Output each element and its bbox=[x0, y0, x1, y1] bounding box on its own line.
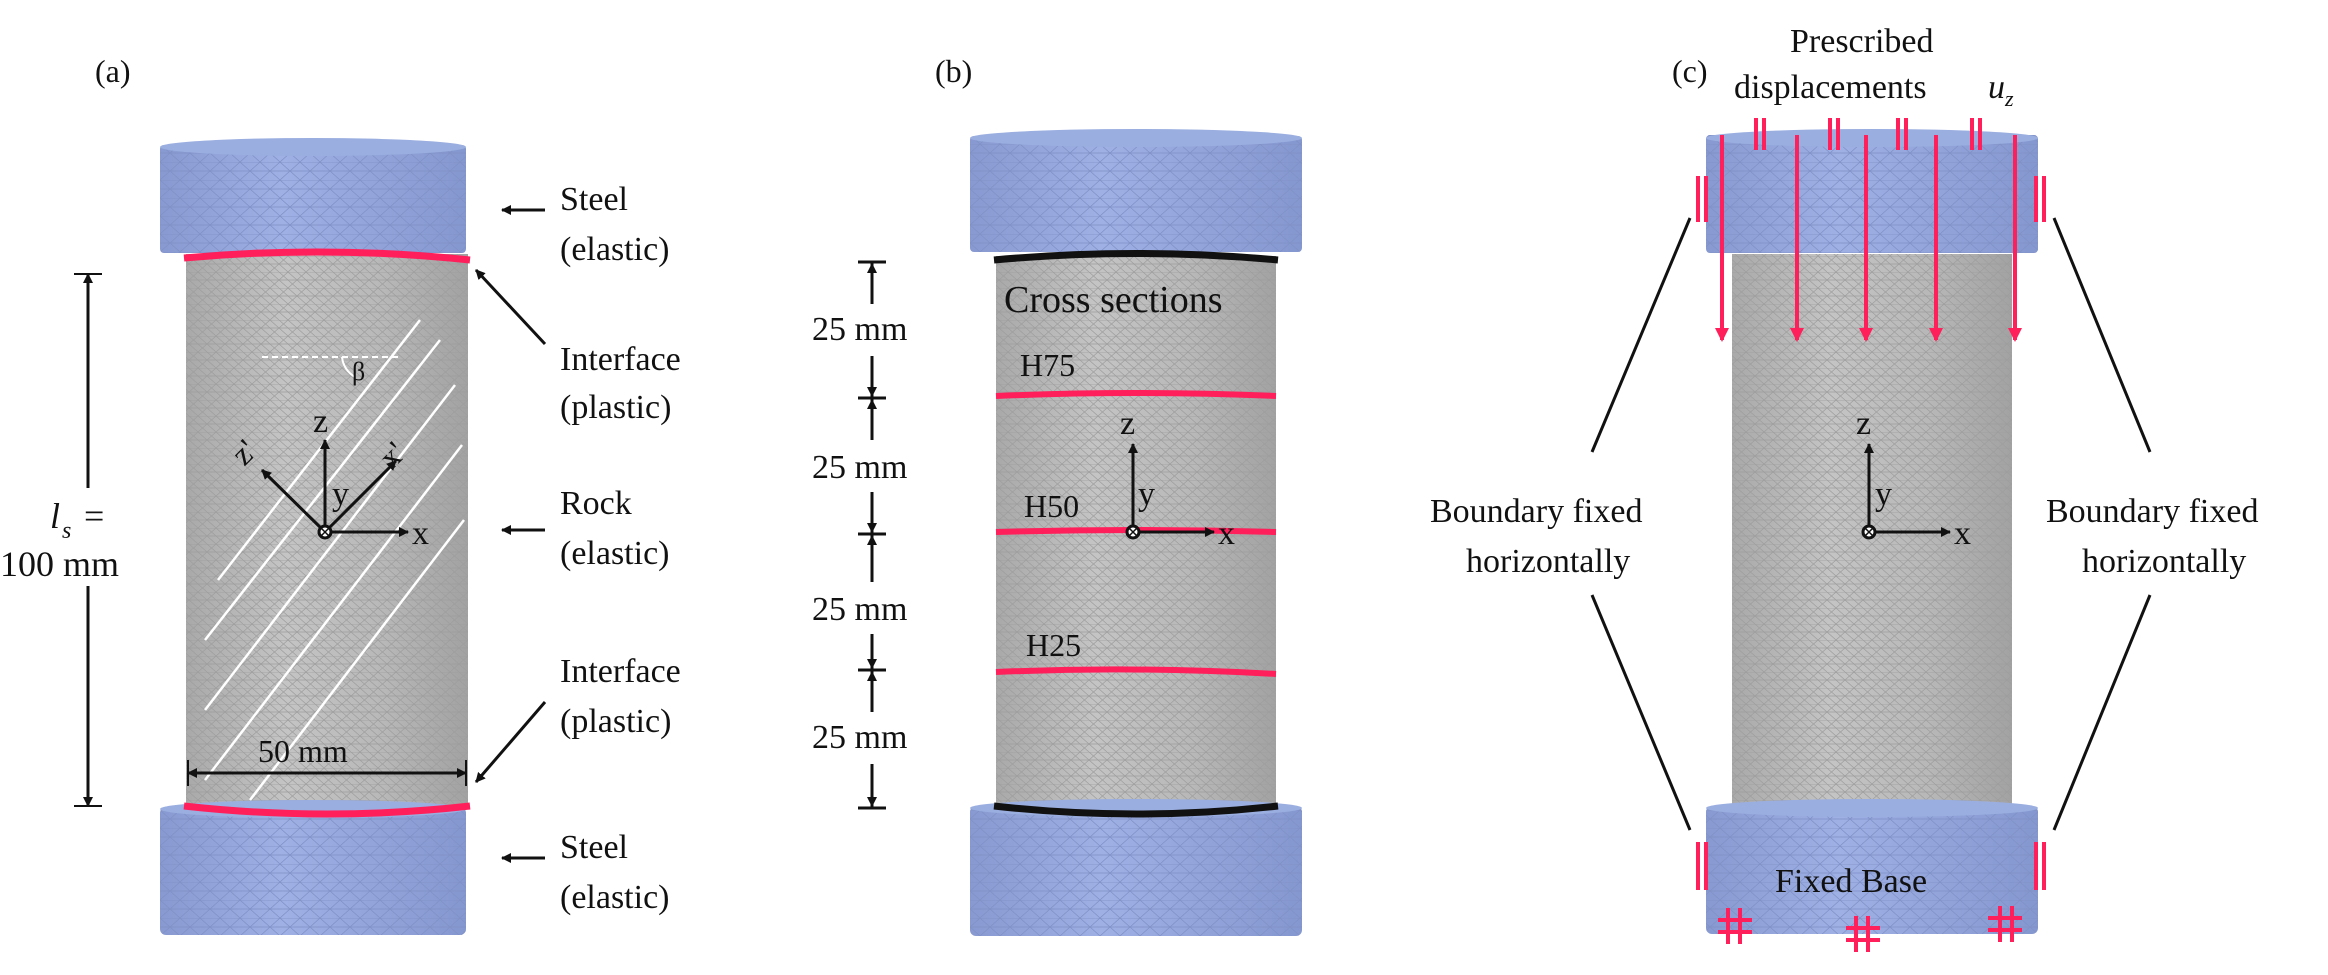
length-subscript: s bbox=[62, 518, 71, 544]
length-value: 100 mm bbox=[0, 544, 119, 584]
interface-top-label-1: Interface bbox=[560, 341, 681, 378]
spacing-label-3: 25 mm bbox=[812, 591, 907, 628]
axis-y-c: y bbox=[1875, 476, 1892, 513]
cross-sections-label: Cross sections bbox=[1004, 279, 1223, 321]
boundary-left-label-2: horizontally bbox=[1466, 543, 1630, 580]
axis-x-b: x bbox=[1218, 515, 1235, 552]
steel-platen-bottom-a bbox=[160, 800, 466, 935]
callout-arrows-a bbox=[474, 205, 547, 863]
interface-top-a bbox=[183, 248, 471, 264]
axis-z-a: z bbox=[313, 403, 328, 440]
steel-platen-bottom-b bbox=[970, 799, 1302, 936]
panel-a-tag: (a) bbox=[95, 53, 131, 89]
displacement-subscript: z bbox=[2004, 86, 2014, 111]
steel-top-label-2: (elastic) bbox=[560, 231, 670, 268]
fixed-base-marks bbox=[1718, 906, 2022, 952]
steel-platen-top-c bbox=[1706, 129, 2038, 253]
displacement-symbol: u bbox=[1988, 69, 2005, 106]
panel-a: (a) β bbox=[0, 53, 681, 935]
rock-label-1: Rock bbox=[560, 485, 632, 522]
spacing-label-4: 25 mm bbox=[812, 719, 907, 756]
interface-bottom-label-1: Interface bbox=[560, 653, 681, 690]
h75-label: H75 bbox=[1020, 347, 1075, 383]
axis-y-b: y bbox=[1138, 476, 1155, 513]
axis-x-a: x bbox=[412, 515, 429, 552]
axis-y-a: y bbox=[332, 476, 349, 513]
length-equals: = bbox=[84, 496, 104, 536]
beta-label: β bbox=[352, 357, 365, 386]
section-boundary-top bbox=[993, 250, 1279, 264]
panel-c-tag: (c) bbox=[1672, 53, 1708, 89]
rock-label-2: (elastic) bbox=[560, 535, 670, 572]
axes-b bbox=[1125, 443, 1215, 540]
steel-bottom-label-2: (elastic) bbox=[560, 879, 670, 916]
axis-z-b: z bbox=[1120, 405, 1135, 442]
fixed-base-label: Fixed Base bbox=[1775, 863, 1927, 900]
boundary-right-label-1: Boundary fixed bbox=[2046, 493, 2258, 530]
bedding-planes bbox=[204, 319, 465, 801]
panel-c: (c) Prescribed displacements u z bbox=[1430, 23, 2258, 952]
h50-label: H50 bbox=[1024, 488, 1079, 524]
steel-top-label-1: Steel bbox=[560, 181, 628, 218]
prescribed-label-1: Prescribed bbox=[1790, 23, 1934, 60]
roller-marks-top bbox=[1696, 118, 2046, 890]
axes-c bbox=[1861, 443, 1951, 540]
boundary-right-label-2: horizontally bbox=[2082, 543, 2246, 580]
interface-top-label-2: (plastic) bbox=[560, 389, 671, 426]
section-h25 bbox=[995, 666, 1277, 677]
steel-platen-top-b bbox=[970, 129, 1302, 252]
angle-arc bbox=[341, 356, 356, 378]
panel-b: (b) Cross sections H75 H50 H25 bbox=[806, 53, 1302, 936]
width-label: 50 mm bbox=[258, 733, 348, 769]
section-h75 bbox=[995, 390, 1277, 399]
displacement-arrows bbox=[1715, 135, 2022, 342]
axis-z-c: z bbox=[1856, 405, 1871, 442]
length-symbol: l bbox=[50, 496, 60, 536]
steel-platen-bottom-c bbox=[1706, 799, 2038, 934]
panel-b-tag: (b) bbox=[935, 53, 972, 89]
prescribed-label-2: displacements bbox=[1734, 69, 1927, 106]
spacing-label-1: 25 mm bbox=[812, 311, 907, 348]
steel-bottom-label-1: Steel bbox=[560, 829, 628, 866]
interface-bottom-label-2: (plastic) bbox=[560, 703, 671, 740]
steel-platen-top-a bbox=[160, 138, 466, 253]
section-boundary-bottom bbox=[993, 802, 1279, 818]
spacing-label-2: 25 mm bbox=[812, 449, 907, 486]
h25-label: H25 bbox=[1026, 627, 1081, 663]
boundary-leader-lines bbox=[1590, 217, 2152, 831]
interface-bottom-a bbox=[183, 802, 471, 818]
boundary-left-label-1: Boundary fixed bbox=[1430, 493, 1642, 530]
axes-a bbox=[260, 439, 409, 540]
axis-x-c: x bbox=[1954, 515, 1971, 552]
